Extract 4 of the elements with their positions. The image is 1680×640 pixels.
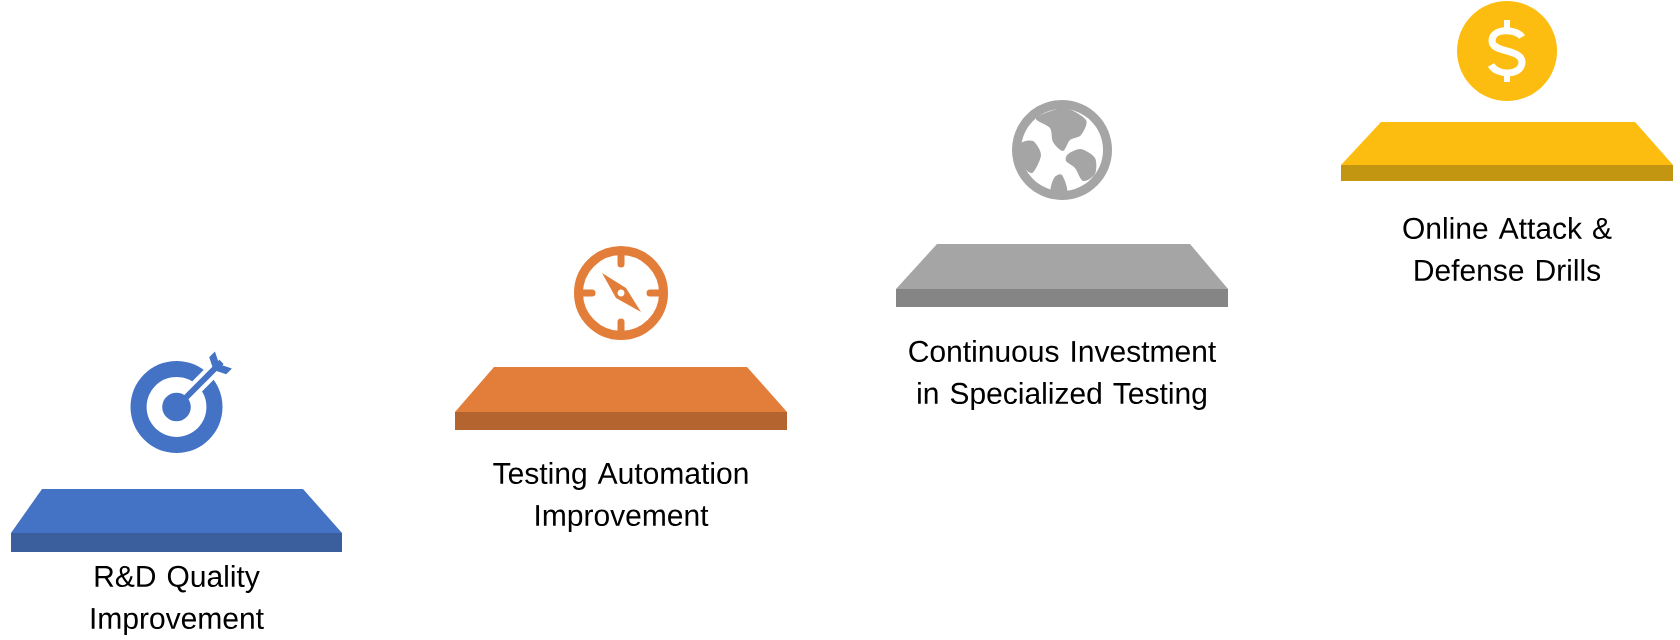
step-label: Testing Automation Improvement <box>493 462 748 532</box>
step-label: Online Attack & Defense Drills <box>1403 216 1612 281</box>
step-label: R&D Quality Improvement <box>91 565 264 635</box>
step-label: Continuous Investment in Specialized Testing <box>909 340 1216 410</box>
